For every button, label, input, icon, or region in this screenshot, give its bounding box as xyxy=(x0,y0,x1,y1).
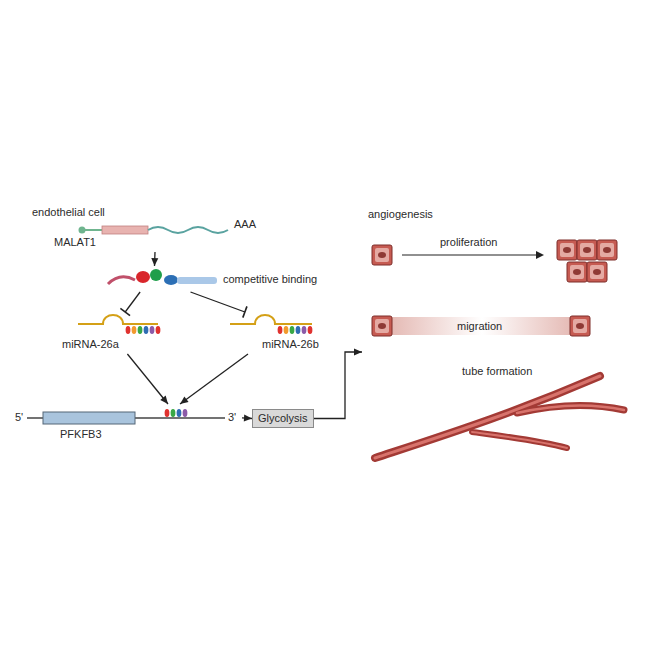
node-label: miRNA-26a xyxy=(62,338,119,351)
node-label: miRNA-26b xyxy=(262,338,319,351)
process-label: tube formation xyxy=(462,365,532,378)
node-label: MALAT1 xyxy=(54,236,96,249)
node-label: competitive binding xyxy=(223,273,317,286)
arrow-connector xyxy=(151,252,158,266)
cell-panel: endothelial cellMALAT1 AAA competitive bin… xyxy=(5,197,345,469)
mirna-node: miRNA-26a xyxy=(58,312,170,354)
arrow-connector xyxy=(242,414,252,421)
process-box: Glycolysis xyxy=(252,409,314,428)
result-panel: angiogenesis proliferation migration tube f… xyxy=(362,200,654,468)
node-label: PFKFB3 xyxy=(60,428,102,441)
mirna-node: miRNA-26b xyxy=(222,312,326,354)
node-label: 3' xyxy=(228,411,236,424)
node-label: AAA xyxy=(234,218,256,231)
arrow-connector xyxy=(127,354,168,404)
process-label: proliferation xyxy=(440,236,497,249)
arrow-connector xyxy=(180,354,248,404)
node-label: endothelial cell xyxy=(32,206,105,219)
molecule-drawing xyxy=(362,200,654,468)
inhibition-line xyxy=(191,292,247,318)
gene-node: 5' PFKFB3 3' xyxy=(15,404,242,446)
rna-node: MALAT1 AAA xyxy=(50,218,260,252)
arrow-connector xyxy=(314,348,363,418)
inhibition-line xyxy=(120,292,140,316)
node-label: angiogenesis xyxy=(368,208,433,221)
binding-node: competitive binding xyxy=(105,266,330,292)
node-label: 5' xyxy=(15,411,23,424)
process-label: migration xyxy=(457,320,502,333)
node-label: Glycolysis xyxy=(258,412,308,424)
molecule-drawing xyxy=(15,404,242,446)
